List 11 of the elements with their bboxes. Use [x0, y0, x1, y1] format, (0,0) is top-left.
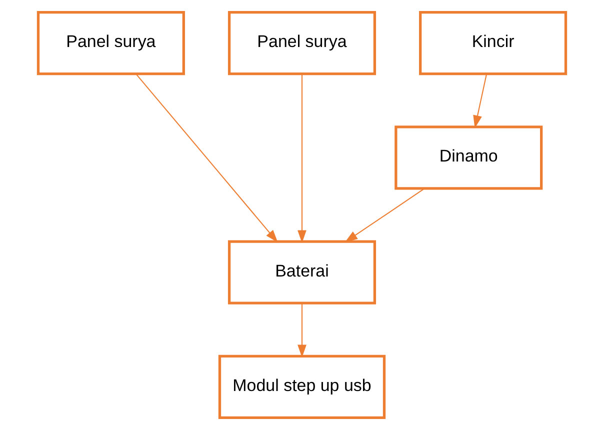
arrow [298, 303, 306, 358]
node-box: Modul step up usb [218, 354, 386, 420]
node-box: Panel surya [228, 10, 376, 76]
node-box: Kincir [419, 10, 568, 76]
arrow [298, 74, 306, 243]
arrow [136, 74, 278, 243]
node-box: Dinamo [394, 126, 543, 190]
node-box: Baterai [228, 240, 376, 304]
arrow [473, 74, 488, 128]
arrow [344, 188, 425, 242]
node-box: Panel surya [36, 10, 185, 76]
